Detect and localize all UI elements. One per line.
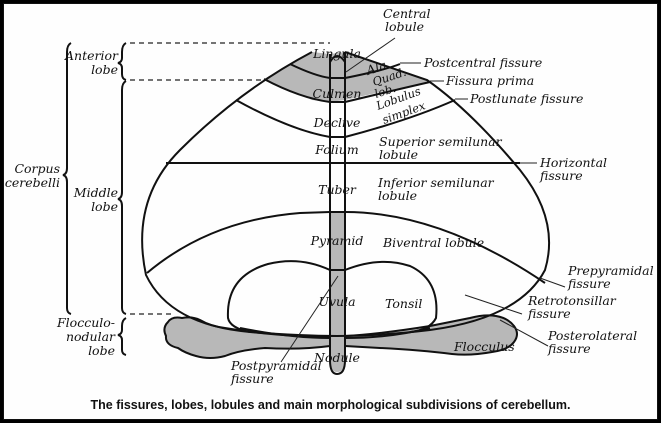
posterolateral-leader — [499, 319, 549, 347]
retrotonsillar-leader — [464, 294, 523, 315]
label-posterolateral-2: fissure — [547, 341, 591, 356]
label-flocculonodular-2: nodular — [66, 329, 116, 344]
label-corpus-1: Corpus — [14, 161, 60, 176]
label-posterolateral-1: Posterolateral — [547, 328, 637, 343]
label-pyramid: Pyramid — [310, 233, 364, 248]
postpyramidal-leader — [280, 275, 339, 363]
label-horizontal-2: fissure — [539, 168, 583, 183]
label-quad-2: lob. — [373, 81, 398, 101]
label-prepyramidal-2: fissure — [567, 276, 611, 291]
label-anterior-lobe-2: lobe — [91, 62, 118, 77]
label-fissura-prima: Fissura prima — [445, 73, 534, 88]
label-superior-semilunar-1: Superior semilunar — [379, 134, 503, 149]
label-tonsil: Tonsil — [385, 296, 422, 311]
label-declive: Declive — [313, 115, 361, 130]
central-lobule-leader — [345, 37, 396, 73]
label-postpyramidal-1: Postpyramidal — [230, 358, 322, 373]
label-corpus-2: cerebelli — [5, 175, 60, 190]
vermis-posterior-shading — [330, 212, 345, 372]
flocculus-right — [344, 314, 518, 356]
label-flocculonodular-3: lobe — [88, 343, 115, 358]
label-uvula: Uvula — [318, 294, 355, 309]
tonsil-outline — [226, 260, 438, 333]
label-nodule: Nodule — [313, 350, 360, 365]
corpus-bracket — [62, 42, 72, 315]
label-folium: Folium — [314, 142, 358, 157]
label-middle-lobe-2: lobe — [91, 199, 118, 214]
label-horizontal-1: Horizontal — [539, 155, 607, 170]
label-postpyramidal-2: fissure — [230, 371, 274, 386]
label-superior-semilunar-2: lobule — [379, 147, 418, 162]
label-retrotonsillar-2: fissure — [527, 306, 571, 321]
prepyramidal-fissure-line — [146, 211, 546, 284]
postcentral-fissure-line — [289, 63, 401, 79]
label-inferior-semilunar-1: Inferior semilunar — [377, 175, 495, 190]
label-anterior-lobe-1: Anterior — [64, 48, 119, 63]
label-culmen: Culmen — [313, 86, 362, 101]
label-retrotonsillar-1: Retrotonsillar — [527, 293, 617, 308]
label-biventral: Biventral lobule — [382, 235, 484, 250]
label-tuber: Tuber — [318, 182, 357, 197]
label-postlunate: Postlunate fissure — [469, 91, 583, 106]
label-inferior-semilunar-2: lobule — [378, 188, 417, 203]
tonsil-inner-line — [239, 327, 431, 339]
label-ala: Ala — [363, 57, 388, 78]
label-prepyramidal-1: Prepyramidal — [567, 263, 654, 278]
lingula-arc — [329, 55, 346, 63]
cerebellum-outline — [141, 51, 551, 338]
label-flocculus: Flocculus — [453, 339, 515, 354]
middle-lobe-bracket — [117, 80, 127, 315]
label-central-lobule-2: lobule — [385, 19, 424, 34]
flocculonodular-bracket — [117, 317, 127, 356]
prepyramidal-leader — [539, 277, 566, 288]
label-flocculonodular-1: Flocculo- — [56, 315, 115, 330]
label-middle-lobe-1: Middle — [73, 185, 118, 200]
label-postcentral: Postcentral fissure — [423, 55, 542, 70]
label-central-lobule-1: Central — [383, 6, 430, 21]
figure-caption: The fissures, lobes, lobules and main mo… — [90, 398, 571, 412]
anterior-lobe-bracket — [117, 42, 127, 81]
nodule-bottom — [329, 359, 346, 376]
label-lingula: Lingula — [312, 46, 361, 61]
